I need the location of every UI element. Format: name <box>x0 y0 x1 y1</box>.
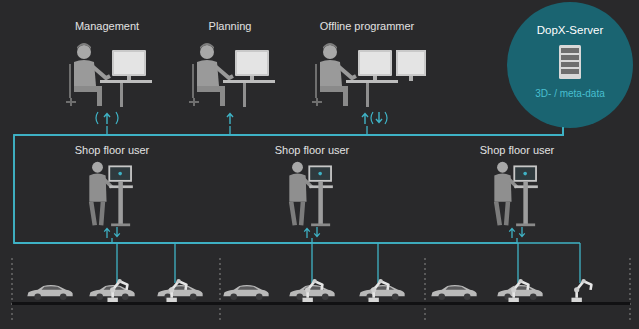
network-line <box>230 126 563 135</box>
node-label: Shop floor user <box>472 144 562 157</box>
network-line <box>14 128 563 243</box>
robot-wires <box>117 243 580 283</box>
second-monitor <box>396 50 426 81</box>
node-label: Shop floor user <box>67 144 157 157</box>
server-rack-icon <box>559 45 581 79</box>
network-line <box>14 128 563 243</box>
server-node: DopX-Server 3D- / meta-data <box>507 2 633 128</box>
node-label: DopX-Server <box>507 24 633 37</box>
node-label: Management <box>62 20 152 33</box>
user-figure: Management <box>62 20 152 126</box>
server-circle <box>507 2 633 128</box>
node-sublabel: 3D- / meta-data <box>507 87 633 100</box>
network-line <box>107 126 563 135</box>
shop-floor-user: Shop floor user <box>472 144 562 238</box>
node-label: Offline programmer <box>307 20 427 33</box>
shop-floor-user: Shop floor user <box>67 144 157 238</box>
shop-floor-user: Shop floor user <box>267 144 357 238</box>
user-figure: Planning <box>185 20 275 126</box>
network-line <box>14 128 563 243</box>
node-label: Shop floor user <box>267 144 357 157</box>
node-label: Planning <box>185 20 275 33</box>
user-figure: Offline programmer <box>307 20 427 126</box>
network-line <box>367 126 563 135</box>
